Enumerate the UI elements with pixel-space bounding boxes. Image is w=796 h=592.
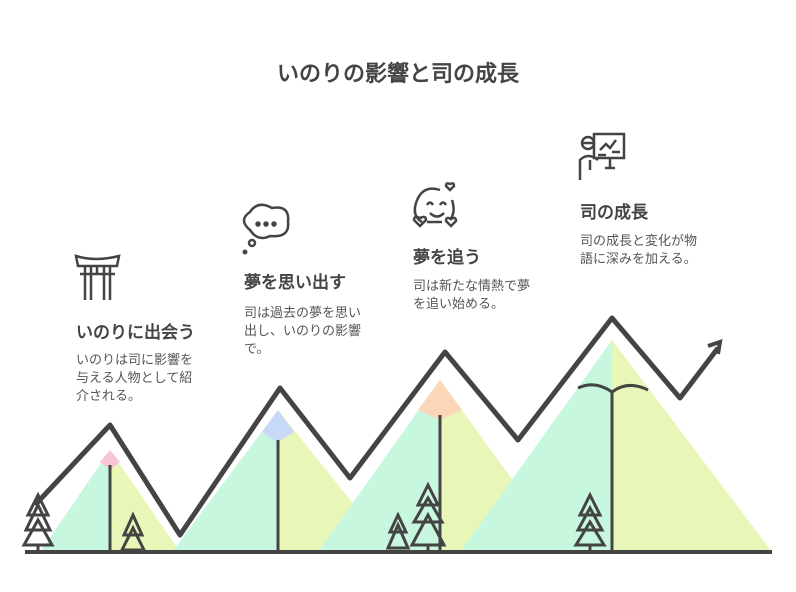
step-2-heading: 夢を思い出す xyxy=(244,273,346,293)
desc-line: 司の成長と変化が物 xyxy=(580,234,698,249)
mountain-4 xyxy=(460,340,772,552)
arrow-head-icon xyxy=(707,339,723,355)
desc-line: 与える人物として紹 xyxy=(76,371,193,386)
step-3-heading: 夢を追う xyxy=(413,248,481,268)
thought-bubble-icon xyxy=(242,203,290,255)
desc-line: 語に深みを加える。 xyxy=(580,252,697,267)
step-1-description: いのりは司に影響を 与える人物として紹 介される。 xyxy=(76,352,193,406)
desc-line: 司は過去の夢を思い xyxy=(244,306,362,321)
desc-line: 司は新たな情熱で夢 xyxy=(413,279,531,294)
happy-face-hearts-icon xyxy=(412,182,458,228)
step-4-heading: 司の成長 xyxy=(580,203,648,223)
torii-gate-icon xyxy=(74,254,121,300)
desc-line: で。 xyxy=(244,342,270,357)
step-4-description: 司の成長と変化が物 語に深みを加える。 xyxy=(580,233,697,269)
desc-line: 介される。 xyxy=(76,389,142,404)
desc-line: いのりは司に影響を xyxy=(76,353,194,368)
desc-line: 出し、いのりの影響 xyxy=(244,324,362,339)
step-1-heading: いのりに出会う xyxy=(76,323,195,343)
desc-line: を追い始める。 xyxy=(413,297,505,312)
growth-zigzag-line xyxy=(33,315,720,538)
step-3-description: 司は新たな情熱で夢 を追い始める。 xyxy=(413,278,530,314)
tree-icons xyxy=(21,481,607,552)
step-2-description: 司は過去の夢を思い 出し、いのりの影響 で。 xyxy=(244,305,361,359)
presenter-chart-icon xyxy=(578,132,626,180)
page-title: いのりの影響と司の成長 xyxy=(276,62,519,87)
